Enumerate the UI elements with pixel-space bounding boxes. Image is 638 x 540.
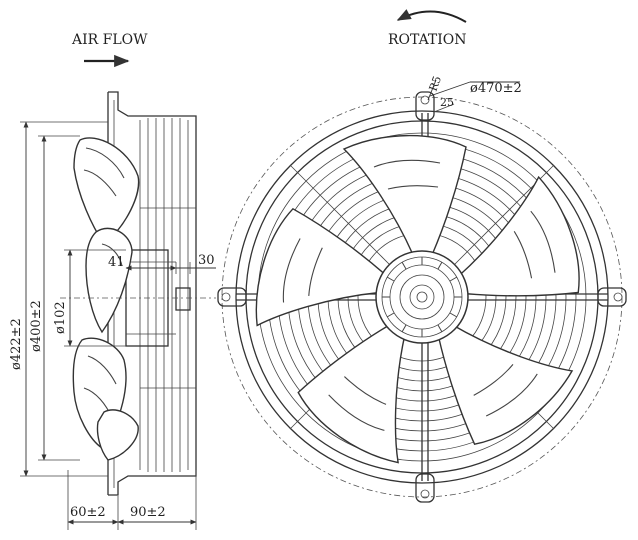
dim-90-label: 90±2 [130, 505, 166, 520]
dim-60-label: 60±2 [70, 505, 106, 520]
side-blades [72, 137, 140, 461]
dim-bottom [67, 470, 197, 530]
dim-25-label: 25 [440, 96, 454, 109]
rotation-arrow [396, 9, 467, 23]
dim-422-label: ø422±2 [9, 318, 24, 370]
front-motor-hub [375, 250, 469, 344]
side-mounting-bracket-bottom [108, 462, 197, 496]
front-blades [255, 134, 580, 464]
front-view: R5 25 ø470±2 [217, 74, 627, 503]
dim-422 [20, 121, 108, 477]
dim-102-label: ø102 [53, 301, 68, 334]
dim-470-label: ø470±2 [470, 81, 522, 96]
dim-r5-label: R5 [427, 74, 444, 93]
side-mounting-bracket-top [108, 91, 197, 130]
side-guard-ribs [139, 118, 197, 472]
front-top-dims [427, 79, 520, 113]
dim-400 [38, 135, 80, 461]
rotation-label: ROTATION [388, 32, 467, 48]
side-view: ø422±2 ø400±2 ø102 41 30 [9, 91, 216, 530]
dim-30 [150, 262, 216, 274]
dim-400-label: ø400±2 [29, 300, 44, 352]
dim-30-label: 30 [198, 253, 215, 268]
dim-102 [64, 249, 126, 347]
dim-41-label: 41 [108, 255, 125, 270]
front-mounting-tabs [217, 91, 627, 503]
air-flow-label: AIR FLOW [71, 32, 148, 48]
